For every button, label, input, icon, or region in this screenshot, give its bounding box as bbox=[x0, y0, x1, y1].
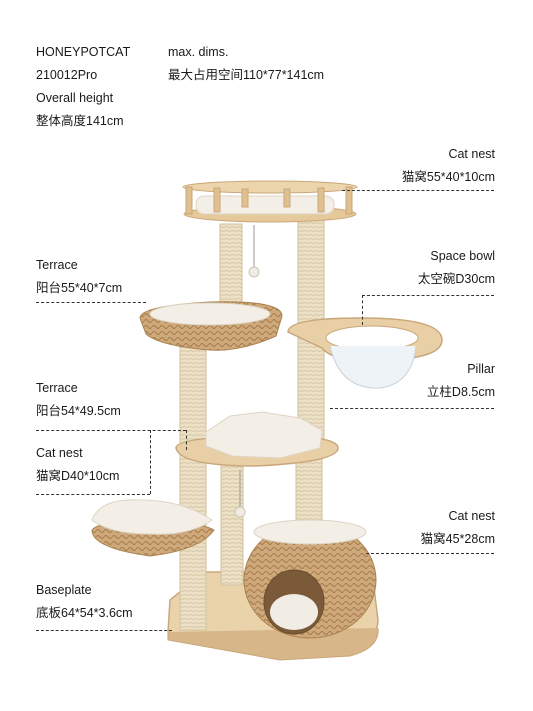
label-space-bowl-cn: 太空碗D30cm bbox=[417, 272, 495, 286]
leader-pillar bbox=[330, 408, 494, 409]
leader-nest-left bbox=[36, 494, 150, 495]
max-dims-value: 最大占用空间110*77*141cm bbox=[168, 68, 325, 82]
label-nest-left-cn: 猫窝D40*10cm bbox=[36, 469, 120, 483]
overall-height-value: 整体高度141cm bbox=[36, 114, 124, 128]
leader-space-bowl bbox=[362, 295, 494, 296]
label-terrace-upper-en: Terrace bbox=[36, 258, 78, 272]
label-terrace-lower-cn: 阳台54*49.5cm bbox=[36, 404, 121, 418]
label-top-nest-cn: 猫窝55*40*10cm bbox=[401, 170, 495, 184]
overall-height-label: Overall height bbox=[36, 91, 114, 105]
leader-top-nest bbox=[342, 190, 494, 191]
label-nest-right-en: Cat nest bbox=[448, 509, 495, 523]
label-pillar-en: Pillar bbox=[467, 362, 495, 376]
leader-terrace-lower bbox=[36, 430, 186, 431]
leader-baseplate bbox=[36, 630, 172, 631]
brand-name: HONEYPOTCAT bbox=[36, 45, 131, 59]
leader-nest-left-rise bbox=[150, 430, 151, 494]
label-space-bowl-en: Space bowl bbox=[430, 249, 495, 263]
label-nest-right-cn: 猫窝45*28cm bbox=[420, 532, 495, 546]
leader-terrace-upper bbox=[36, 302, 146, 303]
label-terrace-upper-cn: 阳台55*40*7cm bbox=[36, 281, 123, 295]
label-baseplate-en: Baseplate bbox=[36, 583, 92, 597]
max-dims-label: max. dims. bbox=[168, 45, 229, 59]
leader-space-bowl-drop bbox=[362, 295, 363, 325]
leader-nest-right bbox=[366, 553, 494, 554]
label-pillar-cn: 立柱D8.5cm bbox=[426, 385, 495, 399]
label-nest-left-en: Cat nest bbox=[36, 446, 83, 460]
leader-terrace-lower-drop bbox=[186, 430, 187, 450]
model-number: 210012Pro bbox=[36, 68, 98, 82]
label-terrace-lower-en: Terrace bbox=[36, 381, 78, 395]
label-top-nest-en: Cat nest bbox=[448, 147, 495, 161]
label-baseplate-cn: 底板64*54*3.6cm bbox=[36, 606, 133, 620]
